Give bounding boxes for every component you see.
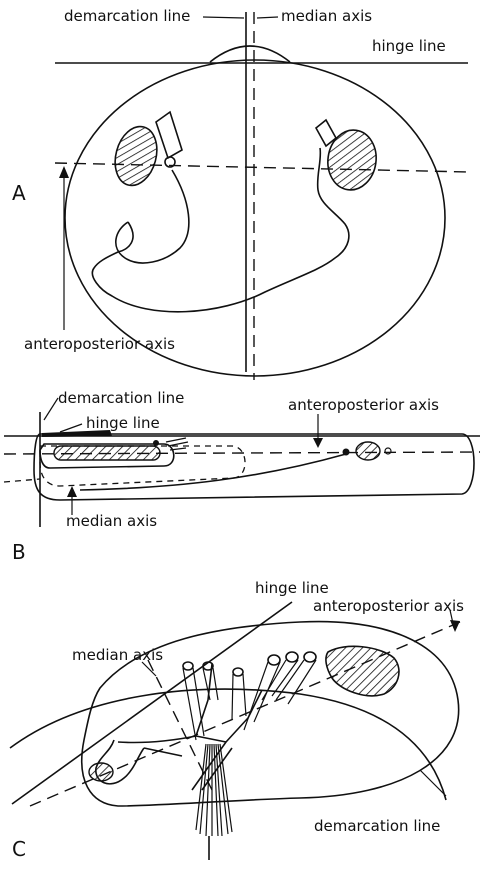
- panel-a-muscle-scar-right: [324, 127, 380, 193]
- panel-b-hinge-leader: [60, 424, 82, 432]
- panel-a-letter: A: [12, 181, 26, 205]
- panel-b-label-anteroposterior-axis: anteroposterior axis: [288, 396, 439, 414]
- panel-b: B demarcation line hinge line anteropost…: [4, 389, 480, 564]
- panel-b-demarcation-leader: [44, 398, 58, 420]
- panel-b-muscle-elongated: [54, 446, 160, 460]
- panel-c-median-leader: [142, 662, 156, 676]
- panel-a-demarcation-leader: [203, 17, 244, 18]
- panel-c-tube-3: [233, 668, 243, 676]
- panel-c-byssus: [196, 744, 232, 836]
- panel-a-label-median-axis: median axis: [281, 7, 372, 25]
- panel-a-retractor-left: [156, 112, 182, 158]
- panel-b-dot-right: [385, 448, 391, 454]
- panel-c-label-demarcation-line: demarcation line: [314, 817, 440, 835]
- panel-b-pedal-scar: [153, 440, 159, 446]
- panel-c-tube-4: [268, 655, 280, 665]
- panel-b-fibers: [166, 438, 188, 450]
- panel-c-label-hinge-line: hinge line: [255, 579, 329, 597]
- panel-c-demarcation-leader: [420, 770, 446, 796]
- panel-c-hinge-line: [12, 602, 292, 804]
- panel-b-label-median-axis: median axis: [66, 512, 157, 530]
- panel-a-median-leader: [257, 17, 278, 18]
- panel-a-ap-arrow-head: [59, 166, 69, 178]
- panel-b-label-hinge-line: hinge line: [86, 414, 160, 432]
- panel-c-tube-5: [286, 652, 298, 662]
- panel-c-label-anteroposterior-axis: anteroposterior axis: [313, 597, 464, 615]
- panel-c-muscle-scar-large: [326, 646, 399, 695]
- panel-c-letter: C: [12, 837, 26, 861]
- panel-a-label-demarcation-line: demarcation line: [64, 7, 190, 25]
- panel-a: A demarcation line median axis hinge lin…: [12, 7, 470, 380]
- panel-b-ap-arrow-head: [313, 438, 323, 448]
- panel-c-tube-stalks: [183, 660, 316, 740]
- panel-b-letter: B: [12, 540, 26, 564]
- panel-c-tube-1: [183, 662, 193, 670]
- panel-a-label-hinge-line: hinge line: [372, 37, 446, 55]
- panel-c-tube-6: [304, 652, 316, 662]
- panel-a-label-anteroposterior-axis: anteroposterior axis: [24, 335, 175, 353]
- panel-a-muscle-scar-left: [109, 122, 163, 190]
- panel-b-label-demarcation-line: demarcation line: [58, 389, 184, 407]
- panel-c-muscle-scar-small: [89, 763, 113, 781]
- panel-b-muscle-right: [356, 442, 380, 460]
- panel-b-median-arrow-head: [67, 486, 77, 497]
- panel-a-shell-outline: [65, 60, 445, 376]
- panel-c: C hinge line anteroposterior axis median…: [10, 579, 464, 861]
- panel-c-demarcation-line: [10, 689, 446, 800]
- panel-c-label-median-axis: median axis: [72, 646, 163, 664]
